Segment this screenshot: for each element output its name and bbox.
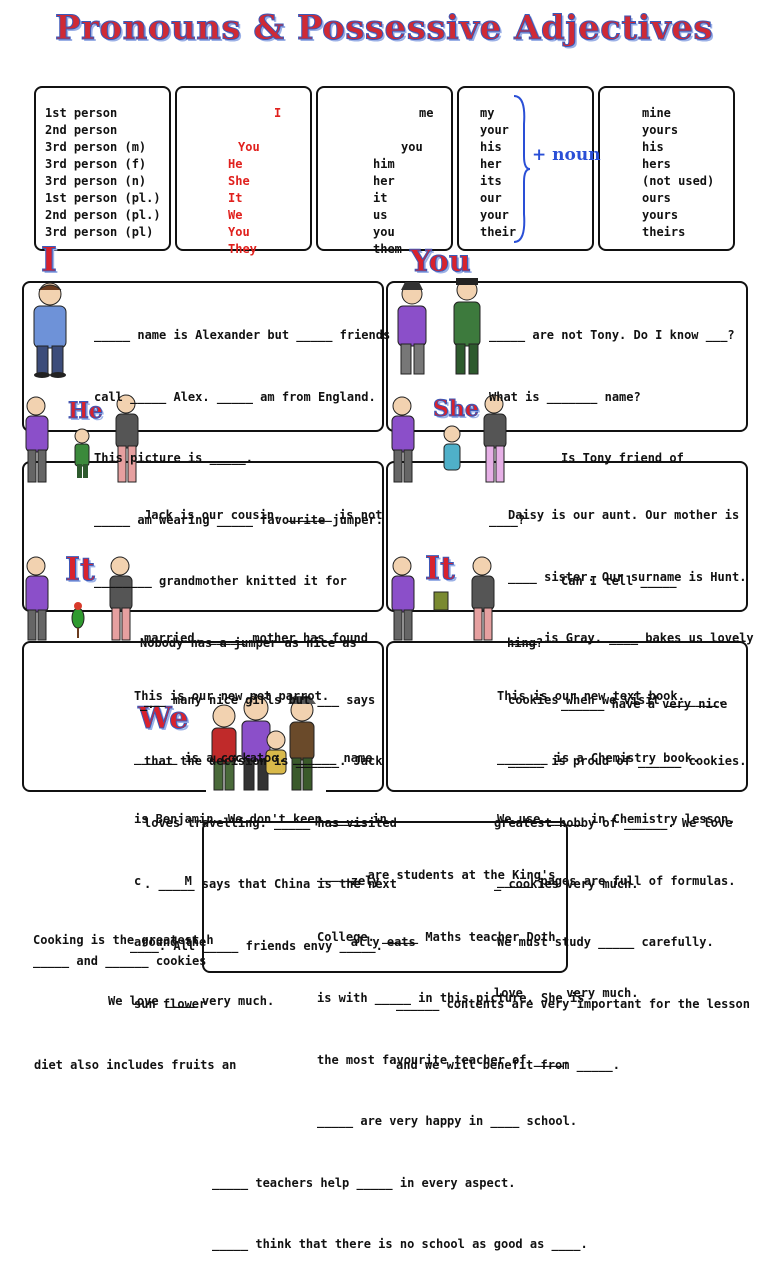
family-she-figure <box>391 394 507 483</box>
students-group-figure <box>206 694 326 794</box>
book-scene-figure <box>391 556 495 641</box>
table-box-possessive-adjective <box>457 86 594 251</box>
parrot-scene-figure <box>25 556 133 641</box>
label-i: I <box>41 240 58 281</box>
section-she-text: Daisy is our aunt. Our mother is ____ si… <box>494 508 754 1000</box>
section-he-text: Jack is our cousin. ______ is not marrie… <box>130 508 397 953</box>
plus-noun-label: + noun <box>532 145 601 165</box>
exercise-box-he <box>22 461 384 612</box>
curly-brace-icon <box>513 95 531 243</box>
exercise-box-you <box>386 281 748 432</box>
label-he: He <box>68 398 104 425</box>
bottom-cooking-line: Cooking is the greatest h <box>33 933 214 947</box>
bottom-love-line: We love ____ very much. <box>108 994 275 1008</box>
two-men-figure <box>397 278 481 375</box>
page-title: Pronouns & Possessive Adjectives <box>54 8 714 49</box>
section-you-text: _____ are not Tony. Do I know ___? What … <box>489 328 735 711</box>
boy-alexander-figure <box>33 282 67 378</box>
bottom-cookies-line: _____ and ______ cookies <box>33 954 207 968</box>
exercise-box-it-book <box>386 641 748 792</box>
section-we-text: ______ are students at the King's Colleg… <box>212 868 588 1251</box>
table-box-persons <box>34 86 171 251</box>
table-box-subject <box>175 86 312 251</box>
label-you: You <box>410 244 472 280</box>
exercise-box-i <box>22 281 384 432</box>
exercise-box-she <box>386 461 748 612</box>
label-she: She <box>433 396 480 423</box>
family-he-figure <box>25 394 139 483</box>
label-we: We <box>137 701 189 737</box>
exercise-box-we <box>202 821 568 973</box>
table-box-object <box>316 86 453 251</box>
section-i-text: _____ name is Alexander but _____ friend… <box>94 328 391 711</box>
table-box-possessive-pronoun <box>598 86 735 251</box>
label-it-book: It <box>425 549 456 588</box>
label-it-parrot: It <box>65 550 96 589</box>
